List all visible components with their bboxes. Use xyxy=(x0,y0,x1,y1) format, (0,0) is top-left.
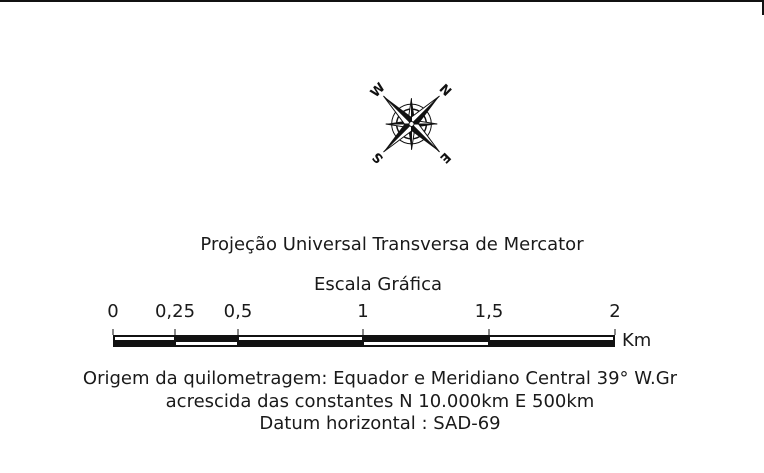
scale-tick-label: 1,5 xyxy=(474,301,504,322)
scale-tick-label: 0,5 xyxy=(223,301,253,322)
compass-rose-icon: N E S W xyxy=(368,80,454,166)
scale-title: Escala Gráfica xyxy=(313,274,443,295)
constants-note: acrescida das constantes N 10.000km E 50… xyxy=(165,391,595,412)
scale-tick-label: 0,25 xyxy=(154,301,196,322)
scale-tick-label: 0 xyxy=(107,301,119,322)
graphic-scale-bar xyxy=(112,329,616,347)
scale-tick-label: 1 xyxy=(357,301,369,322)
projection-label: Projeção Universal Transversa de Mercato… xyxy=(200,234,584,255)
datum-note: Datum horizontal : SAD-69 xyxy=(259,413,501,434)
origin-note: Origem da quilometragem: Equador e Merid… xyxy=(82,368,678,389)
scale-unit-label: Km xyxy=(622,330,652,351)
map-frame-right-border xyxy=(762,0,764,15)
map-frame-top-border xyxy=(0,0,764,2)
scale-tick-label: 2 xyxy=(609,301,621,322)
